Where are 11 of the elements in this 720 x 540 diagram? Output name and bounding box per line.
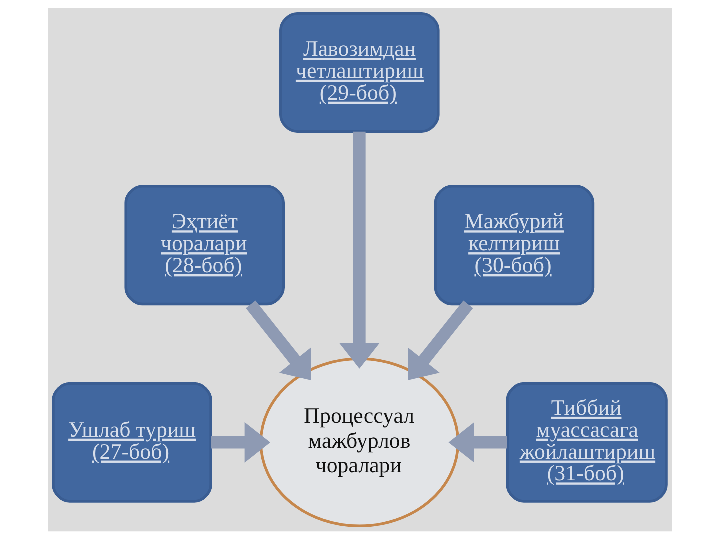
node-box: Мажбурий келтириш (30-боб) (434, 185, 595, 306)
arrow (211, 422, 271, 463)
arrow (246, 300, 312, 380)
arrow (408, 300, 474, 380)
node-box: Ушлаб туриш (27-боб) (52, 382, 212, 503)
node-box: Тиббий муассасага жойлаштириш (31-боб) (506, 382, 668, 503)
node-ellipse: Процессуал мажбурлов чоралари (260, 358, 460, 528)
arrow (448, 422, 508, 463)
arrow (339, 132, 380, 369)
node-box: Лавозимдан четлаштириш (29-боб) (280, 12, 440, 133)
node-box: Эҳтиёт чоралари (28-боб) (124, 185, 285, 306)
